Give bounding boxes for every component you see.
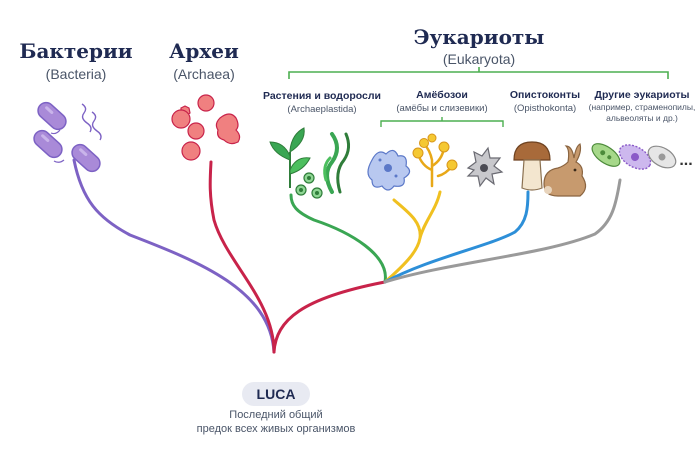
- opisthokonta-icon: [513, 141, 587, 197]
- group-title-eukaryota: Эукариоты: [414, 25, 545, 49]
- group-latin-archaea: (Archaea): [173, 66, 234, 82]
- group-archaea-label: Археи (Archaea): [169, 39, 239, 82]
- subgroup-title-plants: Растения и водоросли: [263, 90, 381, 102]
- subgroup-others-label: Другие эукариоты (например, страменопилы…: [589, 89, 696, 123]
- branch-bacteria: [72, 158, 276, 354]
- group-title-bacteria: Бактерии: [19, 39, 132, 63]
- branch-amoebozoa-fork: [418, 190, 442, 240]
- luca-caption-line2: предок всех живых организмов: [197, 423, 356, 435]
- branch-eukaryota-stem: [272, 280, 387, 354]
- luca-caption-line1: Последний общий: [229, 409, 322, 421]
- group-latin-bacteria: (Bacteria): [46, 66, 107, 82]
- branch-others: [383, 178, 622, 284]
- subgroup-opisthokonta-label: Опистоконты (Opisthokonta): [510, 89, 580, 114]
- branch-archaea: [208, 160, 276, 354]
- subgroup-detail-others-2: альвеоляты и др.): [606, 113, 678, 123]
- eukaryota-bracket: [288, 67, 669, 79]
- amoebozoa-icon: [367, 133, 504, 191]
- subgroup-detail-others-1: (например, страменопилы,: [589, 102, 696, 112]
- subgroup-latin-opisthokonta: (Opisthokonta): [514, 103, 576, 114]
- amoebozoa-bracket: [380, 117, 504, 127]
- subgroup-latin-plants: (Archaeplastida): [287, 104, 356, 115]
- luca-root: LUCA Последний общий предок всех живых о…: [197, 382, 356, 435]
- group-eukaryota-label: Эукариоты (Eukaryota): [414, 25, 545, 67]
- luca-label: LUCA: [257, 386, 296, 402]
- subgroup-title-opisthokonta: Опистоконты: [510, 89, 580, 101]
- plants-icon: [269, 127, 351, 199]
- group-latin-eukaryota: (Eukaryota): [443, 51, 515, 67]
- other-eukaryotes-icon: ...: [591, 143, 693, 170]
- subgroup-title-amoebozoa: Амёбозои: [416, 89, 468, 101]
- subgroup-latin-amoebozoa: (амёбы и слизевики): [396, 103, 487, 114]
- branch-plants: [289, 193, 387, 284]
- group-bacteria-label: Бактерии (Bacteria): [19, 39, 132, 82]
- branch-opisthokonta: [383, 190, 530, 284]
- subgroup-amoebozoa-label: Амёбозои (амёбы и слизевики): [396, 89, 487, 114]
- group-title-archaea: Археи: [169, 39, 239, 63]
- subgroup-title-others: Другие эукариоты: [594, 89, 689, 101]
- archaea-icon: [171, 94, 241, 161]
- bacteria-icon: [33, 101, 102, 173]
- luca-badge: [242, 382, 310, 406]
- tree-branches: [72, 158, 622, 354]
- more-symbol: ...: [679, 152, 692, 169]
- subgroup-plants-label: Растения и водоросли (Archaeplastida): [263, 90, 381, 115]
